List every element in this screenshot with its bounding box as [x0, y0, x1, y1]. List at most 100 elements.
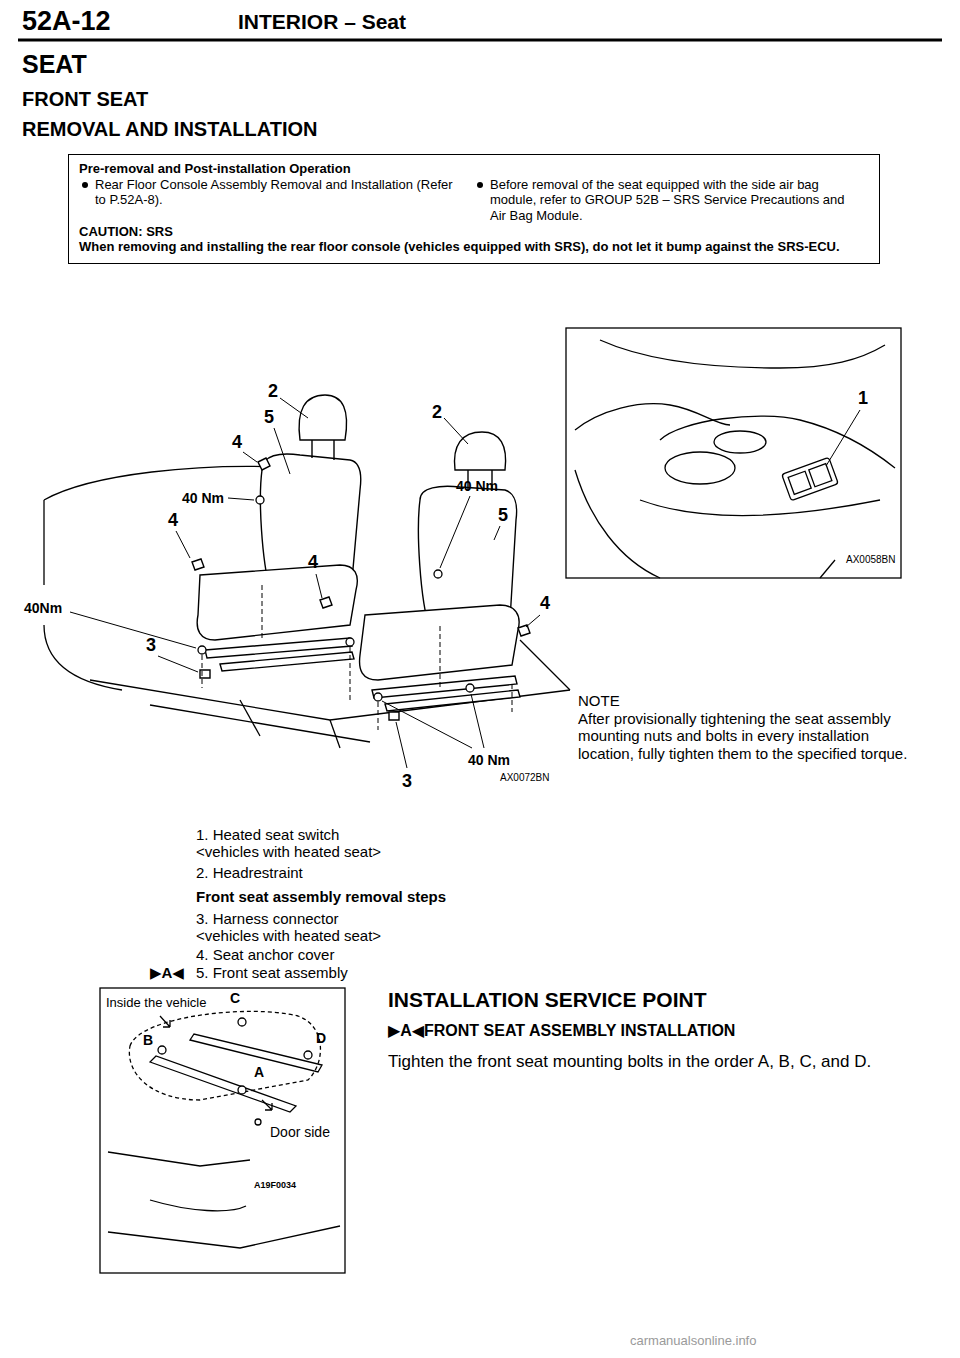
- right-seat: [360, 605, 520, 680]
- header-rule: [18, 39, 942, 42]
- parts-list-item: 1. Heated seat switch <vehicles with hea…: [196, 826, 401, 861]
- text-row: When removing and installing the rear fl…: [79, 239, 869, 255]
- inset-frame: [158, 1046, 166, 1054]
- inset-frame: [100, 988, 345, 1273]
- console-frame: [600, 340, 885, 368]
- left-seat: [258, 458, 270, 470]
- box-text: Before removal of the seat equipped with…: [490, 177, 859, 224]
- mounting-bolt: [256, 496, 264, 504]
- leader-line: [280, 398, 308, 418]
- bolt-letter: A: [254, 1064, 264, 1080]
- console-frame: [566, 328, 901, 578]
- callout-number: 3: [402, 771, 412, 792]
- callout-number: 4: [232, 432, 242, 453]
- inset-label: Inside the vehicle: [106, 996, 206, 1011]
- leader-line: [396, 722, 407, 768]
- left-seat: [299, 395, 347, 440]
- leader-line: [243, 452, 257, 462]
- mounting-bolt: [198, 646, 206, 654]
- mounting-bolt: [374, 693, 382, 701]
- figure-code: A19F0034: [254, 1180, 296, 1190]
- leader-line: [316, 574, 322, 598]
- console-frame: [640, 500, 880, 516]
- text-row: CAUTION: SRS: [79, 224, 869, 240]
- right-seat: [518, 625, 530, 636]
- inset-frame: [160, 1016, 170, 1027]
- console-frame: [782, 457, 839, 500]
- text-row: Rear Floor Console Assembly Removal and …: [79, 177, 474, 224]
- floor-panel: [330, 720, 340, 748]
- inset-frame: [150, 1056, 296, 1112]
- inset-frame: [108, 1152, 250, 1166]
- callout-number: 2: [432, 402, 442, 423]
- torque-value: 40Nm: [24, 600, 62, 616]
- right-seat: [360, 432, 530, 720]
- leader-line: [176, 531, 190, 558]
- box-text: Rear Floor Console Assembly Removal and …: [95, 177, 464, 208]
- torque-value: 40 Nm: [456, 478, 498, 494]
- mounting-bolt: [346, 638, 354, 646]
- right-seat: [385, 690, 520, 711]
- operation-box: Pre-removal and Post-installation Operat…: [68, 154, 880, 264]
- torque-value: 40 Nm: [182, 490, 224, 506]
- install-line: [350, 647, 351, 700]
- figure-code: AX0058BN: [846, 554, 895, 566]
- list-heading: Front seat assembly removal steps: [196, 888, 446, 905]
- floor-panel: [43, 500, 44, 585]
- inset-frame: [129, 1011, 320, 1100]
- callout-number: 4: [308, 552, 318, 573]
- page-title: SEAT: [22, 50, 87, 79]
- page-number: 52A-12: [22, 6, 111, 37]
- callout-number: 1: [858, 388, 868, 409]
- instruction-text: Tighten the front seat mounting bolts in…: [388, 1052, 918, 1072]
- inset-frame: [304, 1051, 312, 1059]
- console-frame: [782, 457, 839, 500]
- right-seat: [389, 712, 399, 720]
- leader-line: [440, 496, 470, 568]
- section-heading: FRONT SEAT: [22, 88, 148, 111]
- leader-line: [158, 656, 198, 672]
- leader-line: [228, 498, 254, 500]
- install-line: [262, 585, 263, 640]
- header-rule: [18, 39, 942, 42]
- leader-line: [70, 612, 196, 648]
- floor-panel: [520, 640, 570, 690]
- console-frame: [665, 452, 735, 484]
- service-point-mark: ▶A◀: [388, 1022, 424, 1040]
- leader-line: [444, 418, 468, 444]
- install-line: [202, 585, 512, 730]
- watermark: carmanualsonline.info: [630, 1334, 756, 1349]
- section-heading: REMOVAL AND INSTALLATION: [22, 118, 318, 141]
- left-seat: [192, 395, 361, 678]
- callout-number: 4: [168, 510, 178, 531]
- service-point-heading: FRONT SEAT ASSEMBLY INSTALLATION: [424, 1022, 735, 1040]
- left-seat: [333, 438, 334, 460]
- console-frame: [575, 470, 660, 578]
- mounting-bolt: [466, 684, 474, 692]
- console-frame: [809, 464, 832, 487]
- text-row: Pre-removal and Post-installation Operat…: [79, 161, 869, 177]
- service-point-mark: ▶A◀: [150, 964, 184, 981]
- leader-line: [494, 526, 500, 540]
- inset-frame: [238, 1018, 246, 1026]
- leader-line: [471, 694, 484, 748]
- parts-list-item: 2. Headrestraint: [196, 864, 303, 881]
- callout-number: 3: [146, 635, 156, 656]
- inset-frame: [108, 1226, 340, 1248]
- callout-number: 5: [264, 407, 274, 428]
- console-frame: [575, 404, 730, 430]
- bolt-letter: C: [230, 990, 240, 1006]
- left-seat: [192, 559, 204, 570]
- running-header: INTERIOR – Seat: [238, 10, 406, 34]
- floor-panel: [44, 625, 122, 690]
- parts-list-item: 4. Seat anchor cover: [196, 946, 334, 963]
- console-frame: [820, 560, 835, 578]
- mounting-bolt: [434, 570, 442, 578]
- inset-frame: [262, 1100, 272, 1110]
- inset-frame: [255, 1119, 261, 1125]
- bullet-dot: [477, 182, 483, 188]
- parts-list-item: 5. Front seat assembly: [196, 964, 348, 981]
- leader-line: [382, 701, 472, 748]
- bolt-letter: D: [316, 1030, 326, 1046]
